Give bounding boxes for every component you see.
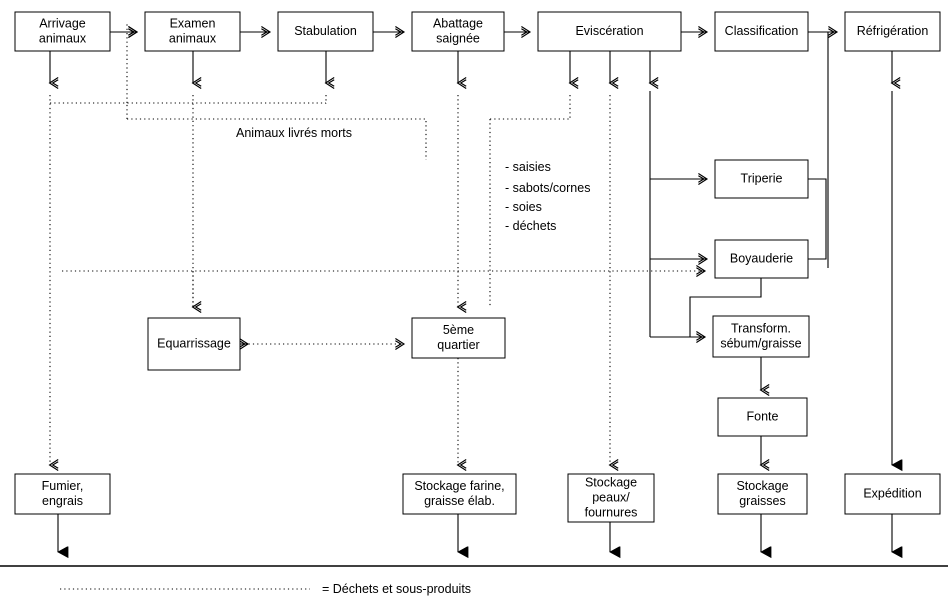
node-label-stockgraisses: graisses: [739, 494, 786, 508]
node-boxes-layer: ArrivageanimauxExamenanimauxStabulationA…: [14, 11, 941, 523]
node-box-stockpeaux[interactable]: [567, 473, 655, 523]
annotation-list-dechets: - déchets: [505, 219, 556, 233]
node-box-expedition[interactable]: [844, 473, 941, 515]
node-stabulation[interactable]: Stabulation: [277, 11, 374, 52]
dotted-bus-upper: [50, 22, 570, 307]
node-label-cinquieme: 5ème: [443, 323, 474, 337]
edge-triperie-to-boyauderie-right: [808, 178, 827, 260]
node-box-stockgraisses[interactable]: [717, 473, 808, 515]
node-box-examen[interactable]: [144, 11, 241, 52]
node-equarrissage[interactable]: Equarrissage: [147, 317, 241, 371]
node-label-transform: sébum/graisse: [720, 336, 801, 350]
edge-refrigeration-down: [827, 32, 892, 465]
legend: = Déchets et sous-produits: [0, 565, 948, 596]
node-label-transform: Transform.: [731, 321, 791, 335]
node-box-cinquieme[interactable]: [411, 317, 506, 359]
node-label-abattage: Abattage: [433, 16, 483, 30]
node-label-stockpeaux: fournures: [585, 505, 638, 519]
node-box-classification[interactable]: [714, 11, 809, 52]
node-box-arrivage[interactable]: [14, 11, 111, 52]
edge-evisceration-organs-main: [648, 51, 709, 343]
node-label-arrivage: animaux: [39, 31, 87, 45]
node-expedition[interactable]: Expédition: [844, 473, 941, 515]
dotted-bus-lower: [62, 265, 707, 307]
node-triperie[interactable]: Triperie: [714, 159, 809, 199]
node-label-evisceration: Eviscération: [575, 24, 643, 38]
node-box-fumier[interactable]: [14, 473, 111, 515]
node-box-equarrissage[interactable]: [147, 317, 241, 371]
node-label-refrigeration: Réfrigération: [857, 24, 929, 38]
node-label-expedition: Expédition: [863, 486, 921, 500]
node-label-classification: Classification: [725, 24, 799, 38]
node-label-stockpeaux: Stockage: [585, 475, 637, 489]
node-label-cinquieme: quartier: [437, 338, 479, 352]
node-boyauderie[interactable]: Boyauderie: [714, 239, 809, 279]
node-label-fonte: Fonte: [747, 409, 779, 423]
node-label-stabulation: Stabulation: [294, 24, 357, 38]
node-transform[interactable]: Transform.sébum/graisse: [712, 315, 810, 358]
node-box-stabulation[interactable]: [277, 11, 374, 52]
node-label-stockgraisses: Stockage: [736, 479, 788, 493]
node-box-boyauderie[interactable]: [714, 239, 809, 279]
node-refrigeration[interactable]: Réfrigération: [844, 11, 941, 52]
node-box-stockfarine[interactable]: [402, 473, 517, 515]
node-label-fumier: Fumier,: [42, 479, 84, 493]
node-classification[interactable]: Classification: [714, 11, 809, 52]
node-stockfarine[interactable]: Stockage farine,graisse élab.: [402, 473, 517, 515]
node-label-fumier: engrais: [42, 494, 83, 508]
legend-label: = Déchets et sous-produits: [322, 582, 471, 596]
node-box-evisceration[interactable]: [537, 11, 682, 52]
annotation-list-soies: - soies: [505, 200, 542, 214]
node-evisceration[interactable]: Eviscération: [537, 11, 682, 52]
node-label-boyauderie: Boyauderie: [730, 251, 793, 265]
edge-boyauderie-to-transform: [689, 278, 762, 338]
node-label-examen: Examen: [170, 16, 216, 30]
node-box-abattage[interactable]: [411, 11, 505, 52]
node-label-stockpeaux: peaux/: [592, 490, 630, 504]
node-box-fonte[interactable]: [717, 397, 808, 437]
annotation-list-saisies: - saisies: [505, 160, 551, 174]
node-label-examen: animaux: [169, 31, 217, 45]
annotation-list-sabots: - sabots/cornes: [505, 181, 590, 195]
node-box-transform[interactable]: [712, 315, 810, 358]
node-label-stockfarine: graisse élab.: [424, 494, 495, 508]
node-box-refrigeration[interactable]: [844, 11, 941, 52]
node-label-arrivage: Arrivage: [39, 16, 86, 30]
node-label-equarrissage: Equarrissage: [157, 336, 231, 350]
annotation-animaux-livres-morts: Animaux livrés morts: [236, 126, 352, 140]
node-label-stockfarine: Stockage farine,: [414, 479, 504, 493]
annotations-layer: Animaux livrés morts - saisies - sabots/co…: [236, 126, 590, 233]
node-fonte[interactable]: Fonte: [717, 397, 808, 437]
node-box-triperie[interactable]: [714, 159, 809, 199]
node-label-abattage: saignée: [436, 31, 480, 45]
node-fumier[interactable]: Fumier,engrais: [14, 473, 111, 515]
node-label-triperie: Triperie: [741, 171, 783, 185]
